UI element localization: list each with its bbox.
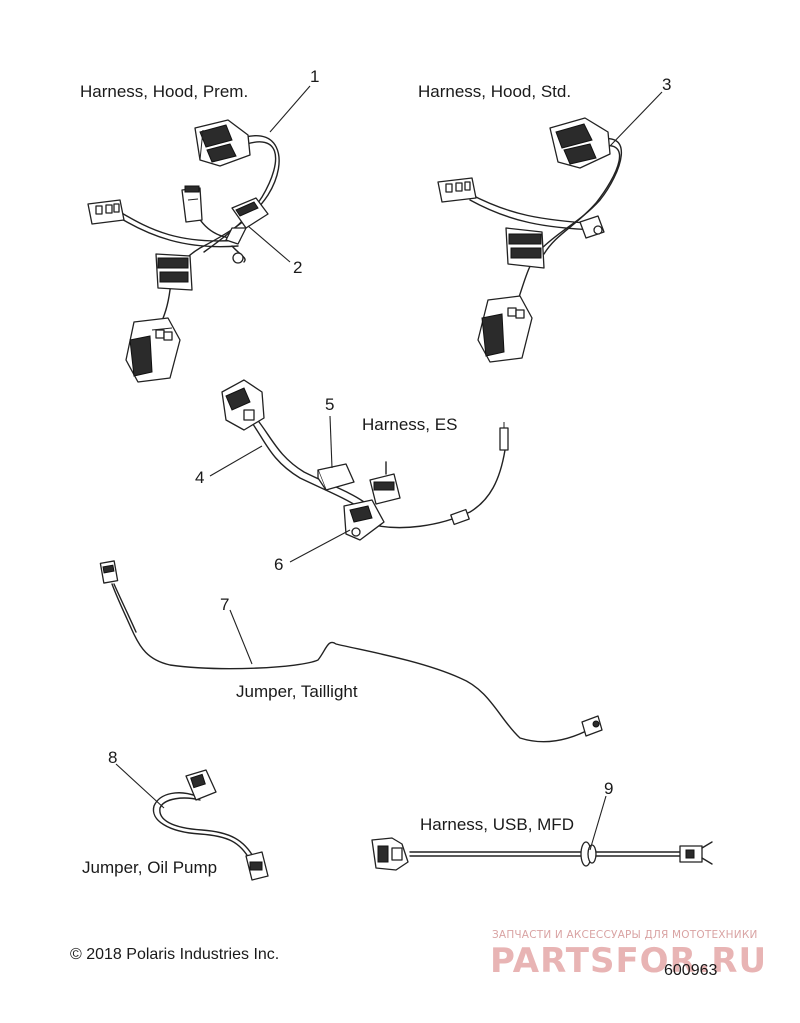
- hood-std-left-connector: [437, 177, 477, 203]
- usb-mfd-connector: [371, 837, 409, 871]
- usb-plug: [679, 841, 713, 865]
- hood-prem-upright-connector: [181, 185, 203, 223]
- hood-prem-main-connector: [194, 119, 251, 167]
- callout-6: 6: [274, 555, 283, 574]
- callout-8: 8: [108, 748, 117, 767]
- callout-3: 3: [662, 75, 671, 94]
- callout-9: 9: [604, 779, 613, 798]
- es-inline-splice: [450, 508, 470, 526]
- label-taillight: Jumper, Taillight: [236, 682, 358, 701]
- es-main-connector: [221, 379, 265, 431]
- callout-2: 2: [293, 258, 302, 277]
- label-usb-mfd: Harness, USB, MFD: [420, 815, 574, 834]
- jumper-oil-pump: [115, 763, 269, 881]
- es-relay-block: [317, 463, 355, 491]
- callout-5: 5: [325, 395, 334, 414]
- hood-std-side-connector: [579, 215, 605, 239]
- copyright-text: © 2018 Polaris Industries Inc.: [70, 946, 279, 963]
- watermark-tagline: ЗАПЧАСТИ И АКСЕССУАРЫ ДЛЯ МОТОТЕХНИКИ: [492, 929, 758, 941]
- label-hood-std: Harness, Hood, Std.: [418, 82, 571, 101]
- hood-prem-bottom-connector: [125, 317, 181, 383]
- oil-pump-top-connector: [185, 769, 217, 801]
- es-fuse-connector: [369, 461, 401, 505]
- hood-std-main-connector: [549, 117, 611, 169]
- callout-4: 4: [195, 468, 204, 487]
- label-hood-prem: Harness, Hood, Prem.: [80, 82, 248, 101]
- es-pin-terminal: [499, 422, 509, 451]
- callout-1: 1: [310, 67, 319, 86]
- watermark: ЗАПЧАСТИ И АКСЕССУАРЫ ДЛЯ МОТОТЕХНИКИ PA…: [490, 929, 767, 981]
- callout-7: 7: [220, 595, 229, 614]
- taillight-far-connector: [581, 715, 603, 737]
- harness-hood-std: [437, 91, 663, 363]
- hood-prem-left-connector: [87, 199, 125, 225]
- taillight-end-connector: [99, 560, 119, 584]
- oil-pump-bottom-connector: [245, 851, 269, 881]
- harness-hood-prem: [87, 85, 311, 383]
- es-lower-connector: [343, 499, 385, 541]
- harness-es: [209, 379, 509, 563]
- figure-number: 600963: [664, 962, 717, 979]
- jumper-taillight: [99, 560, 603, 743]
- harness-usb-mfd: [371, 795, 713, 871]
- usb-mfd-grommet: [580, 841, 597, 867]
- hood-std-bottom-connector: [477, 295, 533, 363]
- label-es: Harness, ES: [362, 415, 457, 434]
- hood-std-middle-connector: [505, 227, 545, 269]
- hood-prem-middle-connector: [155, 253, 193, 291]
- hood-prem-relay-connector: [225, 197, 269, 264]
- watermark-brand: PARTSFOR.RU: [490, 941, 767, 981]
- label-oil-pump: Jumper, Oil Pump: [82, 858, 217, 877]
